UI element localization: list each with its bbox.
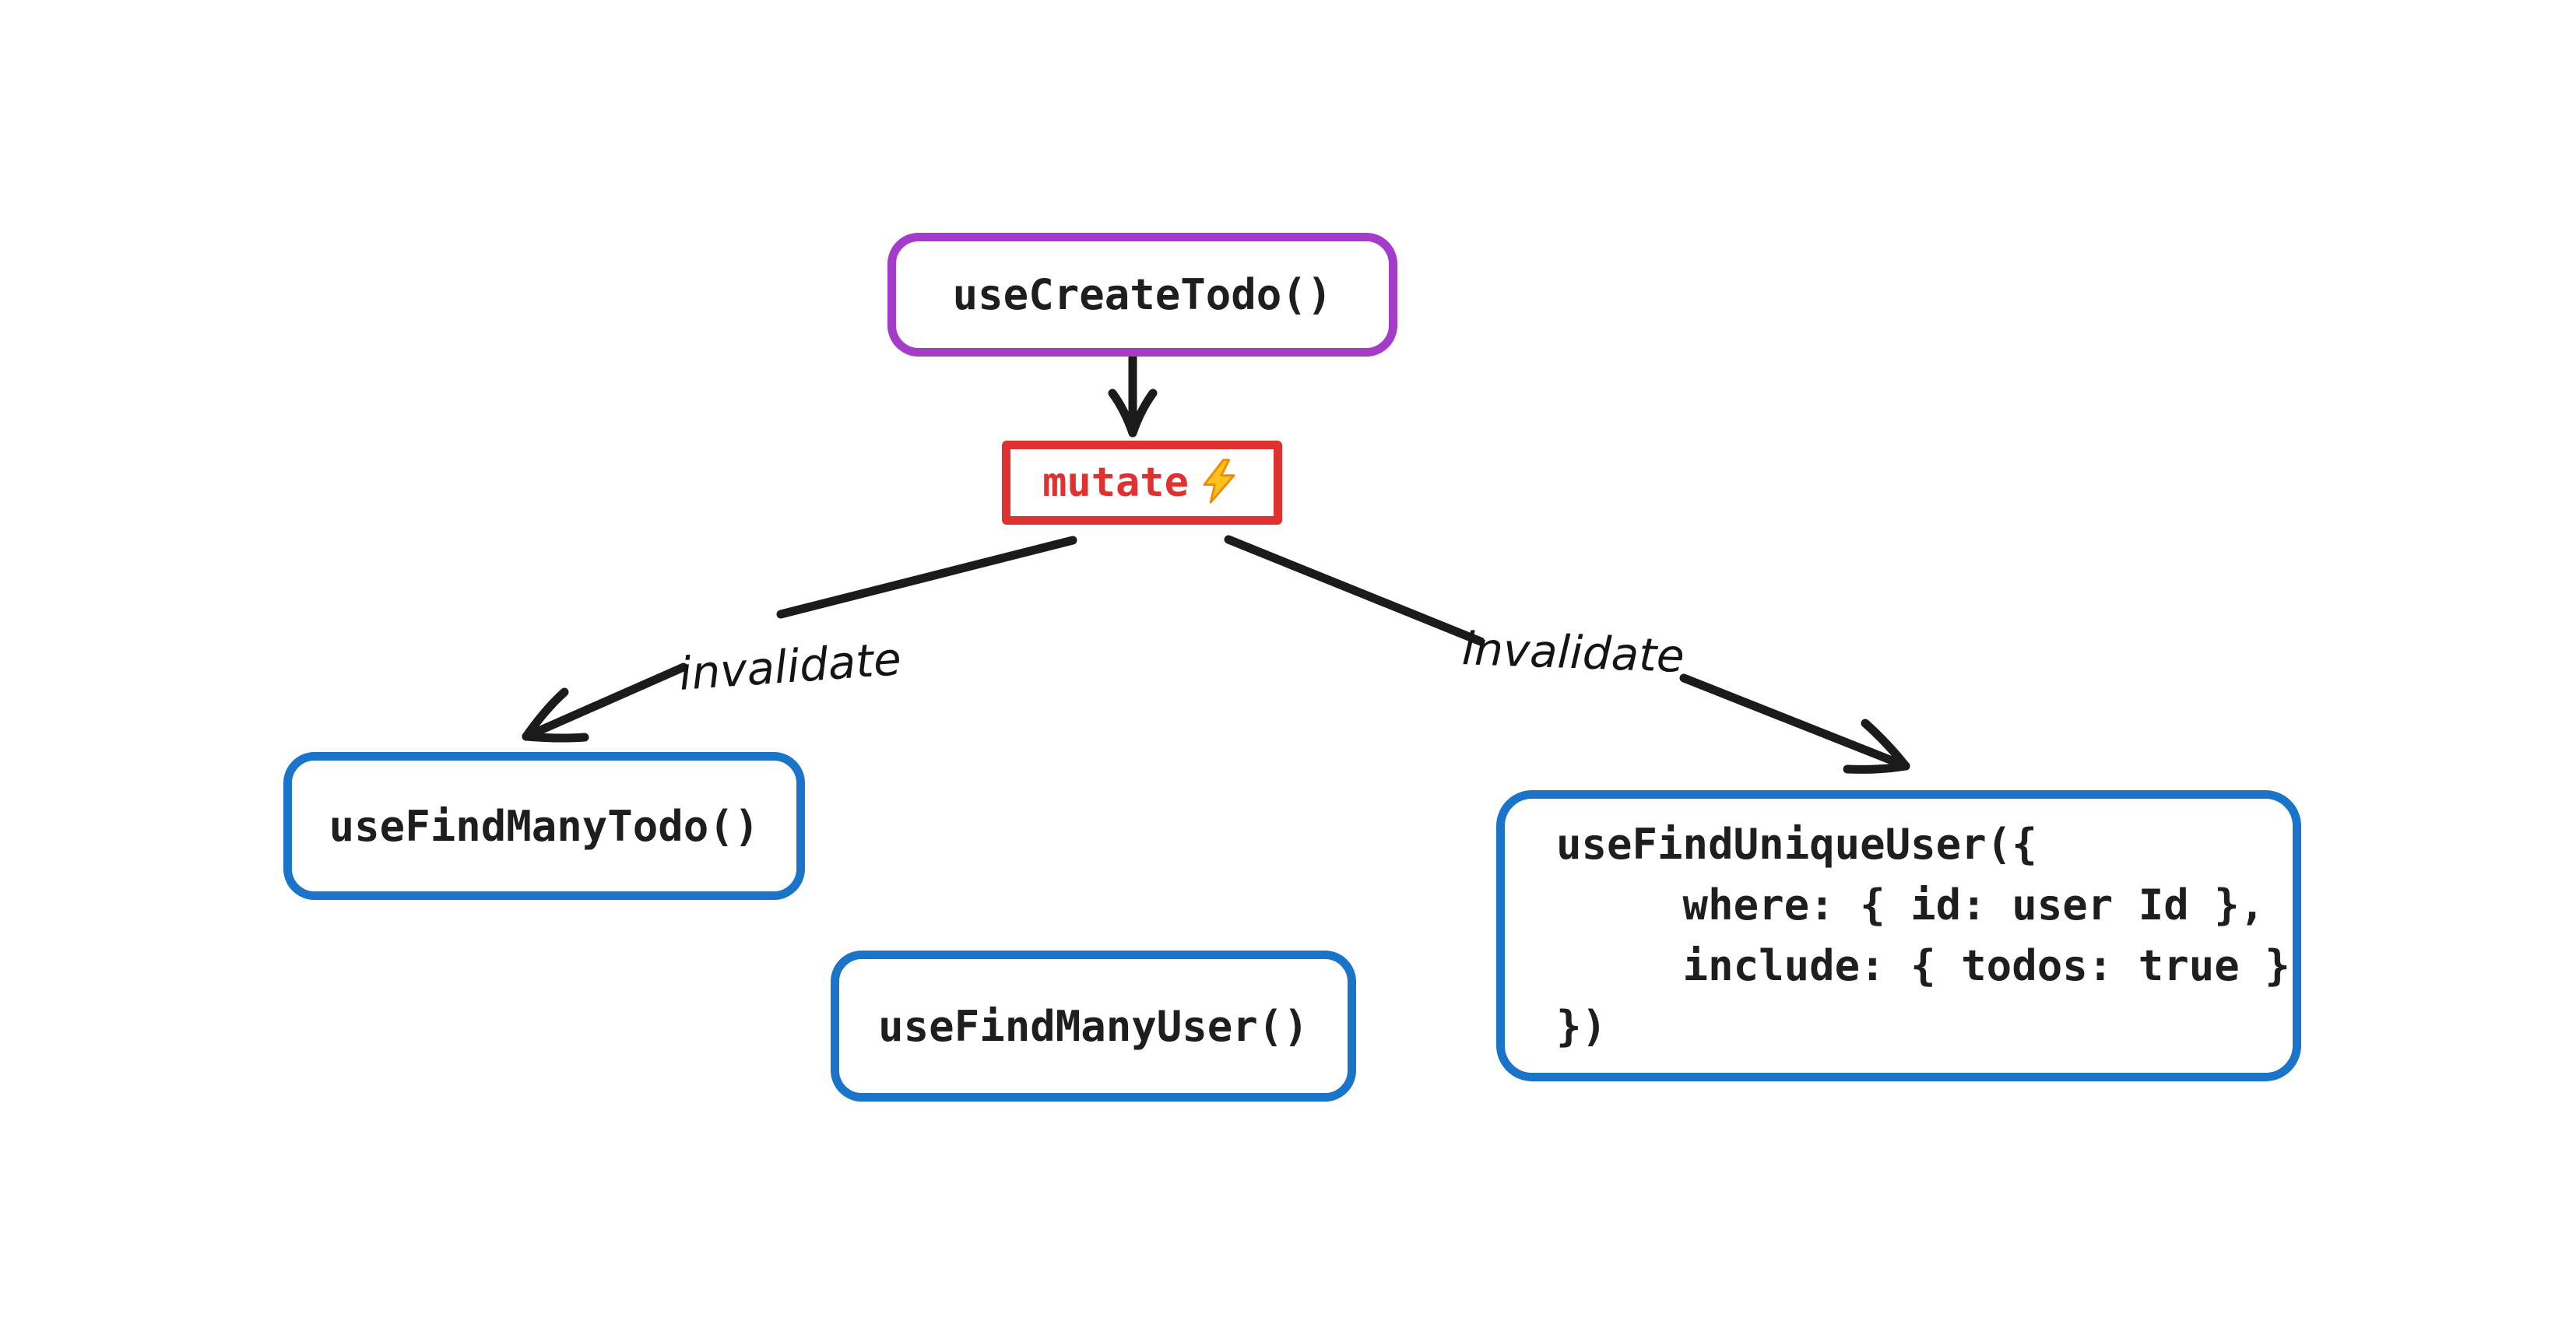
- node-mutate: mutate: [1002, 441, 1282, 525]
- lightning-icon: [1203, 459, 1235, 504]
- code-line-1: useFindUniqueUser({: [1556, 820, 2037, 869]
- node-use-find-many-todo-label: useFindManyTodo(): [329, 801, 760, 851]
- node-use-find-many-user-label: useFindManyUser(): [878, 1001, 1309, 1051]
- node-use-find-unique-user: useFindUniqueUser({ where: { id: user Id…: [1496, 790, 2301, 1081]
- edge-label-invalidate-right: invalidate: [1460, 622, 1685, 683]
- code-line-3: include: { todos: true }: [1556, 941, 2290, 990]
- node-use-create-todo-label: useCreateTodo(): [952, 270, 1333, 319]
- edge-label-invalidate-left: invalidate: [677, 632, 903, 701]
- node-mutate-label: mutate: [1042, 459, 1189, 506]
- code-line-4: }): [1556, 1002, 1608, 1051]
- node-use-find-many-user: useFindManyUser(): [831, 951, 1356, 1102]
- arrow-create-to-mutate: [1108, 349, 1158, 438]
- node-use-create-todo: useCreateTodo(): [887, 233, 1397, 357]
- node-use-find-many-todo: useFindManyTodo(): [283, 752, 805, 900]
- code-line-2: where: { id: user Id },: [1556, 880, 2265, 930]
